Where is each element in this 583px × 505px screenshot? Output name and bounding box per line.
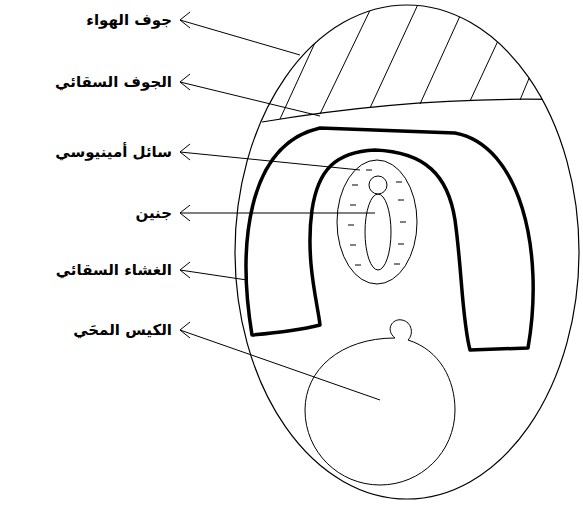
part-label: الجوف السقائي [53, 72, 174, 92]
leader-lines [180, 12, 380, 400]
yolk-sac [305, 320, 455, 485]
egg-shell [235, 5, 579, 499]
part-label: سائل أمينيوسي [53, 142, 174, 162]
part-label: الكيس المحَي [71, 320, 174, 340]
allantois [246, 128, 533, 350]
part-label: الغشاء السقائي [54, 260, 174, 280]
part-label: جنين [133, 203, 174, 223]
part-label: جوف الهواء [84, 10, 174, 30]
amnion [337, 160, 417, 284]
air-space [262, 0, 575, 122]
embryo [365, 176, 391, 270]
